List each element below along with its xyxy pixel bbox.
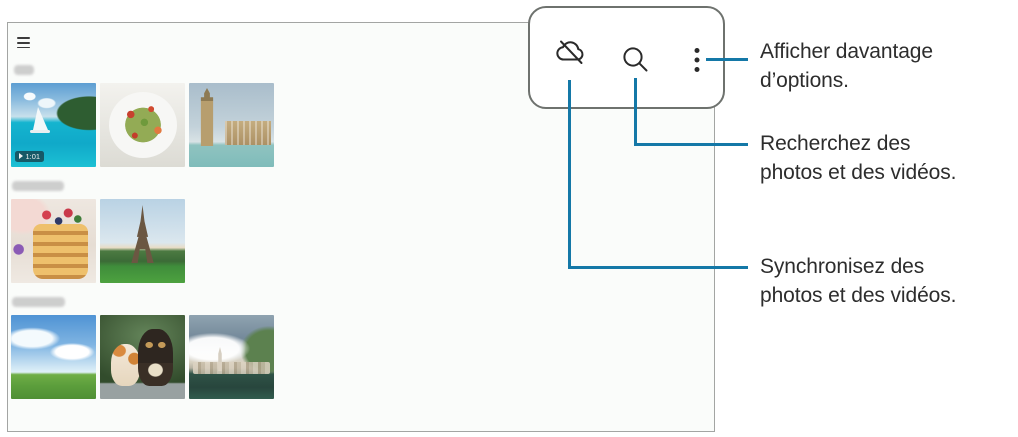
photo-thumbnail[interactable]: [189, 315, 274, 399]
annotation-search: Recherchez des photos et des vidéos.: [760, 132, 957, 184]
leader-line-search: [634, 78, 637, 145]
section-date-label-redacted: [12, 181, 64, 191]
annotation-sync: Synchronisez des photos et des vidéos.: [760, 255, 957, 307]
photo-thumbnail[interactable]: [100, 199, 185, 283]
leader-line-sync: [568, 266, 748, 269]
toolbar-callout-box: [528, 6, 725, 109]
photo-thumbnail[interactable]: [100, 83, 185, 167]
photo-thumbnail[interactable]: [11, 315, 96, 399]
search-icon[interactable]: [620, 44, 650, 74]
cloud-sync-off-icon[interactable]: [553, 34, 589, 70]
video-duration: 1:01: [25, 151, 41, 161]
photo-thumbnail-video[interactable]: 1:01: [11, 83, 96, 167]
section-date-label-redacted: [12, 297, 65, 307]
leader-line-more-options: [706, 58, 748, 61]
leader-line-search: [634, 143, 748, 146]
hamburger-menu-icon[interactable]: [17, 37, 30, 52]
play-icon: [19, 153, 23, 160]
photo-thumbnail[interactable]: [189, 83, 274, 167]
photo-thumbnail[interactable]: [11, 199, 96, 283]
leader-line-sync: [568, 80, 571, 268]
photo-thumbnail[interactable]: [100, 315, 185, 399]
video-duration-badge: 1:01: [15, 150, 45, 162]
more-options-icon[interactable]: [682, 45, 712, 75]
section-date-label-redacted: [14, 65, 34, 75]
annotation-more-options: Afficher davantage d’options.: [760, 40, 933, 92]
